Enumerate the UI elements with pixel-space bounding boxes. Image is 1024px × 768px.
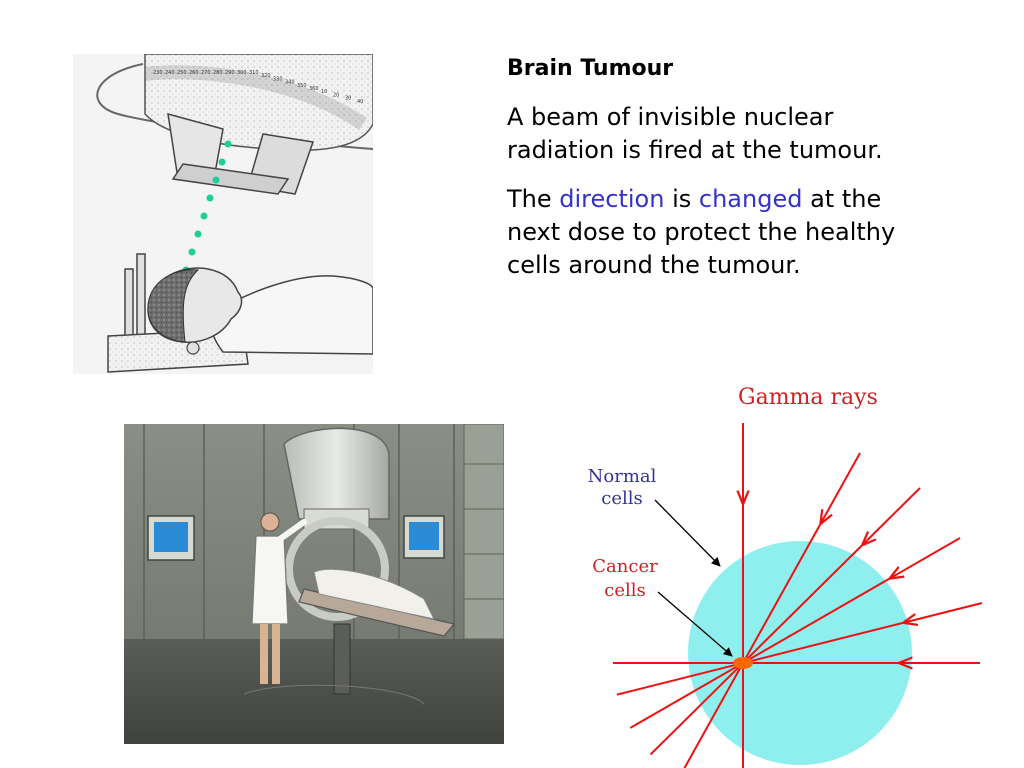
dial-number: 20 [333,92,339,98]
floor-marking [243,684,425,705]
gamma-ray-line [683,522,822,768]
cancer-cells-label-line2: cells [604,580,645,601]
dial-band [144,65,367,130]
photo-nurse-arm [277,519,307,542]
photo-nurse-leg [260,624,268,684]
photo-nurse-head [260,512,280,532]
dial-number: 330 [273,76,283,82]
dial-number: 240 [165,70,175,76]
paragraph-direction: The direction is changed at the next dos… [507,183,907,282]
cancer-cells-label-line1: Cancer [592,556,658,577]
dial-number: 30 [345,96,351,102]
patient-hair [147,269,200,343]
beam-dot [188,248,196,256]
description-text: Brain Tumour A beam of invisible nuclear… [507,52,907,298]
wall-shelves [463,424,504,640]
dial-number: 10 [321,89,327,95]
keyword-direction: direction [559,185,665,213]
beam-dot [212,176,220,184]
dial-number: 250 [177,70,187,76]
gamma-ray-line [629,577,892,729]
left-monitor-screen [154,522,188,552]
gamma-rays-diagram: Gamma rays Normal cells Cancer cells [588,385,983,768]
dial-number: 230 [153,70,163,76]
collimator-base [171,163,290,195]
dial-number: 350 [297,83,307,89]
normal-cells-pointer [654,499,721,567]
gamma-ray-arrow [891,537,961,578]
beam-dot [206,194,214,202]
dial-number: 340 [285,80,295,86]
para2-part3: at the next dose to protect the healthy … [507,185,896,279]
para2-part1: The [507,185,560,213]
photo-nurse-leg-2 [272,624,280,684]
beam-dot [224,140,232,148]
dial-number: 360 [309,86,319,92]
gamma-ray-arrow [863,487,921,544]
gamma-rays [613,423,983,768]
slide-heading: Brain Tumour [507,56,674,81]
photo-nurse-uniform [251,535,289,625]
gamma-rays-title: Gamma rays [738,385,878,410]
cancer-cells-pointer [657,591,733,657]
normal-cells-label-line2: cells [601,488,642,509]
beam-dot [218,158,226,166]
gamma-ray-arrow [904,602,983,622]
gamma-ray-line [649,543,864,756]
dial-number: 290 [225,70,235,76]
normal-tissue-circle [688,541,912,765]
treatment-room-photo [124,424,504,744]
dial-number: 310 [249,70,259,76]
dial-number: 270 [201,70,211,76]
photo-patient [313,568,435,620]
keyword-changed: changed [698,185,803,213]
beam-dot [200,212,208,220]
photo-gantry-ring [285,517,389,621]
photo-couch-column [333,623,351,695]
gamma-ray-arrow [821,452,861,523]
dial-number: 320 [261,73,271,79]
couch-wheel [186,341,200,355]
tumour-spot [733,657,753,669]
paragraph-beam: A beam of invisible nuclear radiation is… [507,103,883,164]
dial-number: 280 [213,70,223,76]
photo-gantry [283,427,390,520]
para2-part2: is [664,185,699,213]
beam-dot [194,230,202,238]
dial-number: 260 [189,70,199,76]
dial-number: 40 [357,99,363,105]
normal-cells-label-line1: Normal [588,466,657,487]
dial-number: 300 [237,70,247,76]
patient-body [210,275,373,355]
right-monitor-screen [409,522,439,550]
photo-floor [124,639,504,744]
gamma-ray-line [616,621,905,696]
